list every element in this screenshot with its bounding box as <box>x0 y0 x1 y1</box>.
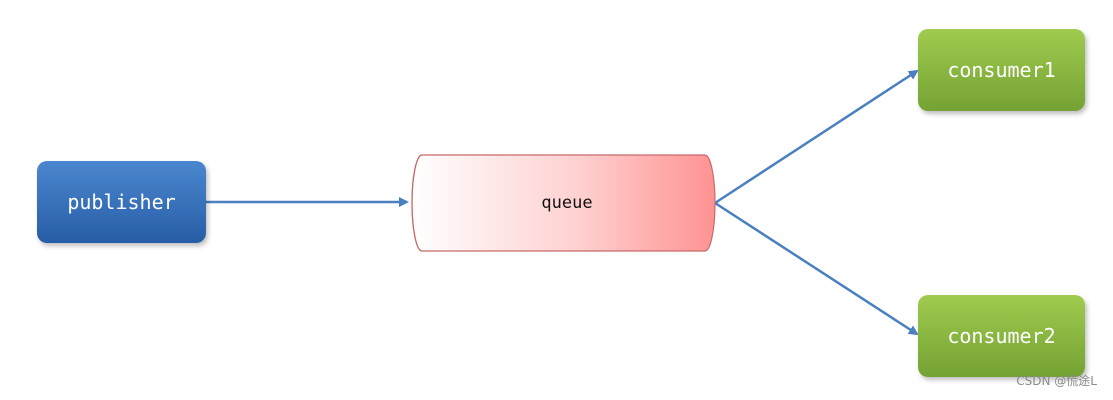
queue-cylinder-front-rim <box>411 154 423 252</box>
csdn-watermark: CSDN @慌途L <box>1016 374 1097 388</box>
consumer1-label: consumer1 <box>947 58 1055 82</box>
consumer2-box <box>918 295 1085 377</box>
queue-label: queue <box>541 193 592 213</box>
queue-node: queue <box>411 154 716 252</box>
publisher-label: publisher <box>67 190 175 214</box>
arrow-queue-to-consumer1 <box>714 69 919 205</box>
arrow-queue-to-consumer2 <box>714 201 919 336</box>
consumer2-node: consumer2 <box>918 295 1085 377</box>
publisher-node: publisher <box>37 161 206 243</box>
consumer2-label: consumer2 <box>947 324 1055 348</box>
consumer1-node: consumer1 <box>918 29 1085 111</box>
consumer1-box <box>918 29 1085 111</box>
publisher-box <box>37 161 206 243</box>
